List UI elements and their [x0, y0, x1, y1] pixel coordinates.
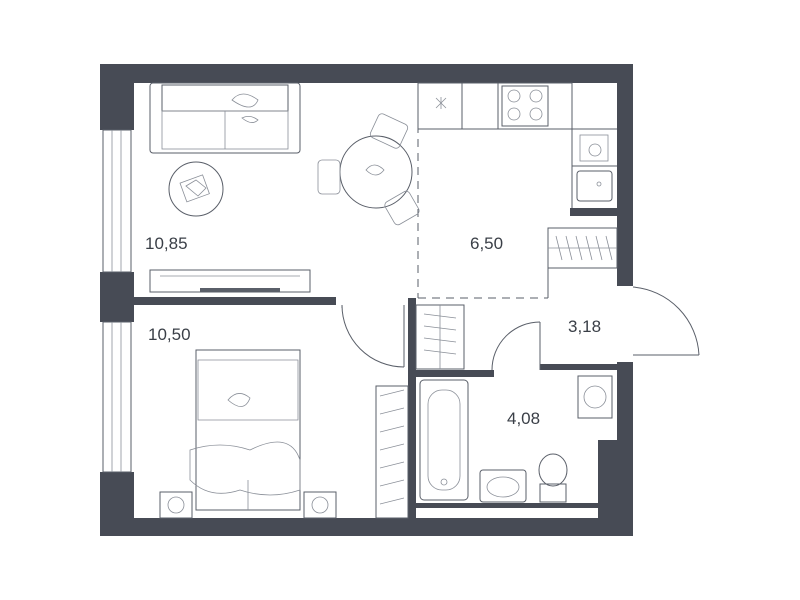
area-label-bathroom: 4,08 — [507, 409, 540, 428]
kitchen-counter — [417, 82, 617, 208]
dishwasher — [579, 134, 609, 162]
nightstand-right — [303, 491, 337, 519]
wall-right-upper — [617, 64, 633, 286]
wall-left-middle — [100, 272, 134, 322]
walls — [100, 64, 633, 536]
wall-kitchen-shaft — [570, 208, 617, 216]
window-bedroom — [102, 321, 132, 473]
sink — [576, 170, 613, 202]
bathtub — [419, 379, 469, 501]
hob — [501, 85, 549, 127]
hall-wardrobe — [547, 227, 618, 269]
bathroom-sink — [479, 469, 527, 503]
area-label-living: 10,85 — [145, 234, 188, 253]
coffee-table — [168, 161, 224, 217]
washing-machine — [577, 375, 613, 419]
area-label-bedroom: 10,50 — [148, 325, 191, 344]
area-label-kitchen: 6,50 — [470, 234, 503, 253]
wall-hall-bath — [540, 364, 617, 370]
toilet — [538, 453, 568, 503]
wall-top — [100, 64, 633, 83]
door-entrance — [632, 286, 700, 356]
wall-bath-top — [408, 370, 494, 377]
door-bedroom — [341, 304, 405, 368]
wall-bottom — [100, 518, 610, 536]
doors — [341, 286, 700, 371]
tv-stand — [149, 269, 311, 293]
window-living — [102, 129, 132, 273]
sofa — [149, 82, 301, 154]
wall-right-bottom-step — [598, 440, 633, 536]
wall-bath-bottom-inner — [416, 503, 598, 508]
bedroom-wardrobe — [375, 385, 409, 519]
door-bathroom — [491, 321, 541, 371]
wall-right-lower — [617, 362, 633, 446]
area-label-hall: 3,18 — [568, 317, 601, 336]
wall-living-bedroom — [134, 297, 336, 305]
fridge-symbol — [435, 97, 447, 109]
zone-dividers — [417, 83, 549, 299]
nightstand-left — [159, 491, 193, 519]
windows — [102, 129, 132, 473]
wall-left-upper — [100, 64, 134, 130]
dining-table — [317, 113, 420, 226]
bedroom-wardrobe-hall — [415, 304, 465, 370]
wall-bedroom-hall-v — [408, 298, 416, 518]
bed — [189, 349, 301, 511]
area-labels: 10,85 6,50 10,50 3,18 4,08 — [145, 234, 601, 428]
